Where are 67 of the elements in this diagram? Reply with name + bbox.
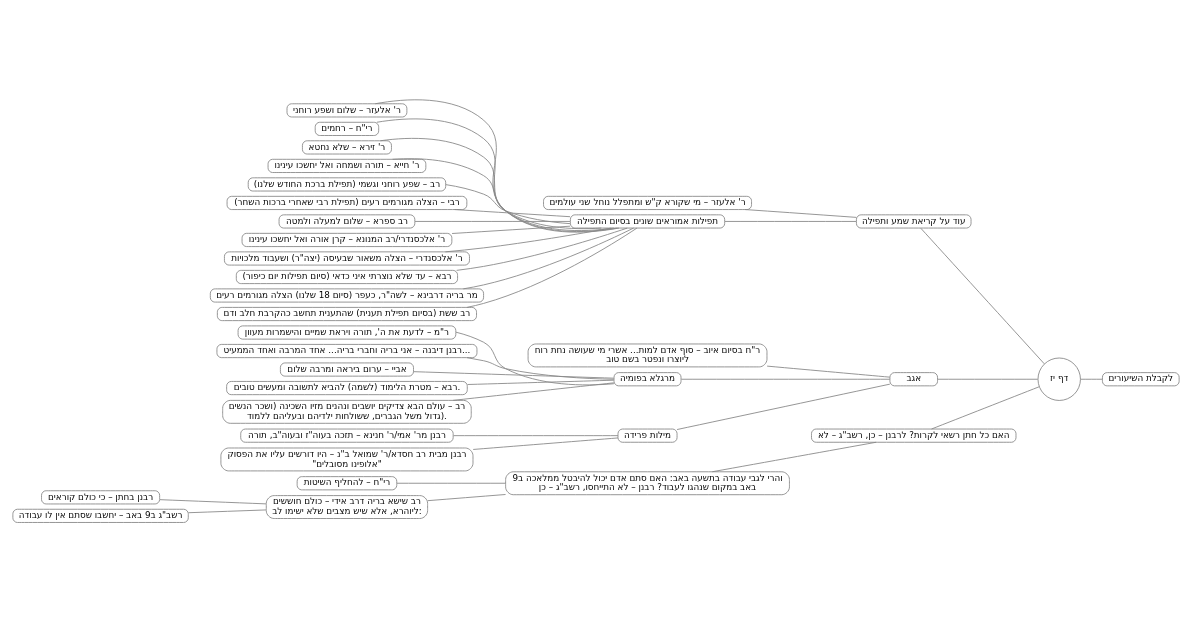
node-circle: דף יז: [1037, 357, 1081, 401]
node-box: רבא – עד שלא נוצרתי איני כדאי (סיום תפילות יום כיפור): [235, 269, 458, 285]
node-box: רי"ח – להחליף השיטות: [296, 476, 398, 491]
connector: [456, 227, 628, 271]
node-box: לקבלת השיעורים: [1102, 372, 1180, 387]
node-box: תפילות אמוראים שונים בסיום התפילה: [569, 214, 726, 229]
connector: [445, 227, 612, 253]
connector: [466, 227, 638, 308]
connector: [472, 437, 619, 450]
connector: [453, 435, 619, 437]
connector: [462, 227, 634, 290]
connector: [920, 227, 1045, 365]
connector: [445, 184, 571, 225]
connector: [744, 209, 857, 218]
connector: [467, 379, 615, 385]
connector: [427, 494, 506, 502]
node-box: אביי – ערום ביראה ומרבה שלום: [279, 362, 414, 377]
node-box: האם כל חתן רשאי לקרות? לרבנן – כן, רשב"ג – לא: [811, 428, 1017, 443]
connector: [680, 378, 891, 380]
node-box: ר"מ – לדעת את ה', תורה ויראת שמיים והישמרות מעוון: [237, 325, 457, 340]
connector: [711, 441, 877, 473]
node-box: רבא – מטרת הלימוד (לשמה) להביא לתשובה ומעשים טובים.: [226, 381, 468, 396]
connector: [376, 118, 618, 232]
node-box: רב – שפע רוחני וגשמי (תפילת ברכת החודש שלנו): [247, 177, 447, 192]
connector: [452, 382, 615, 401]
node-box: והרי לגבי עבודה בתשעה באב: האם סתם אדם יכול להיבטל ממלאכה ב9 באב במקום שנהגו לעבוד? רבנן – לא התייחסו, רשב"ג – כן: [505, 471, 790, 496]
connector: [379, 137, 615, 231]
node-box: ר' אלעזר – שלום ושפע רוחני: [286, 103, 408, 118]
node-box: ר' זירא – שלא נחטא: [302, 140, 392, 155]
connector: [676, 383, 891, 430]
connector: [454, 209, 571, 218]
node-box: ר' אלכסנדרי – הצלה משאור שבעיסה (יצה"ר) ושעבוד מלכויות: [224, 251, 470, 266]
connector: [159, 499, 267, 505]
node-box: ר' אלעזר – מי שקורא ק"ש ומתפלל נוחל שני עולמים: [543, 195, 752, 210]
connector: [188, 509, 267, 514]
connector: [455, 331, 615, 386]
node-box: רבנן מבית רב חסדא/ר' שמואל ב"נ – היו דורשים עליו את הפסוק "אלופינו מסובלים": [220, 447, 474, 472]
node-box: רב ספרא – שלום למעלה ולמטה: [278, 214, 416, 229]
node-box: עוד על קריאת שמע ותפילה: [856, 214, 972, 229]
node-box: מר בריה דרבינא – לשה"ר, כעפר (סיום 18 שלנו) הצלה מגורמים רעים: [209, 288, 484, 303]
node-box: ר"ח בסיום איוב – סוף אדם למות... אשרי מי שעושה נחת רוח ליוצרו ונפטר בשם טוב: [527, 343, 768, 368]
connector: [414, 221, 571, 222]
connector: [392, 158, 602, 230]
connector: [374, 99, 620, 233]
node-box: רב – עולם הבא צדיקים יושבים ונהנים מזיו השכינה (ושכר הנשים גדול משל הגברים, ששולחות ילדיהם ובעליהם ללמוד).: [222, 399, 472, 424]
node-box: רב ששת (בסיום תפילת תענית) שהתענית תחשב כהקרבת חלב ודם: [216, 306, 477, 322]
connector: [931, 386, 1040, 430]
connector: [766, 365, 891, 378]
connector: [1080, 378, 1103, 380]
node-box: רבנן מר' אמי/ר' חנינא – תזכה בעוה"ז ובעוה"ב, תורה: [240, 428, 454, 443]
node-box: רבנן דיבנה – אני בריה וחברי בריה... אחד המרבה ואחד הממעיט...: [216, 344, 478, 359]
connector: [724, 221, 857, 222]
node-box: רב שישא בריה דרב אידי – כולם חוששים ליוהרא, אלא שיש מצבים שלא ישימו לב:: [265, 495, 429, 519]
node-box: מילות פרידה: [617, 428, 678, 443]
connector: [466, 357, 615, 380]
node-box: ר' חייא – תורה ושמחה ואל יחשכו עינינו: [267, 158, 427, 173]
connector: [451, 225, 571, 234]
connector: [413, 371, 615, 379]
node-box: רי"ח – רחמים: [314, 121, 380, 136]
node-box: מרגלא בפומיה: [613, 372, 682, 387]
connector: [937, 378, 1039, 380]
node-box: ר' אלכסנדרי/רב המנונא – קרן אורה ואל יחשכו עינינו: [241, 232, 453, 247]
node-box: אגב: [889, 372, 938, 387]
node-box: רבי – הצלה מגורמים רעים (תפילת רבי שאחרי ברכות השחר): [226, 195, 468, 210]
node-box: רבנן בחתן – כי כולם קוראים: [41, 490, 161, 505]
connector: [396, 482, 506, 484]
node-box: רשב"ג ב9 באב – יחשבו שסתם אין לו עבודה: [12, 508, 189, 523]
